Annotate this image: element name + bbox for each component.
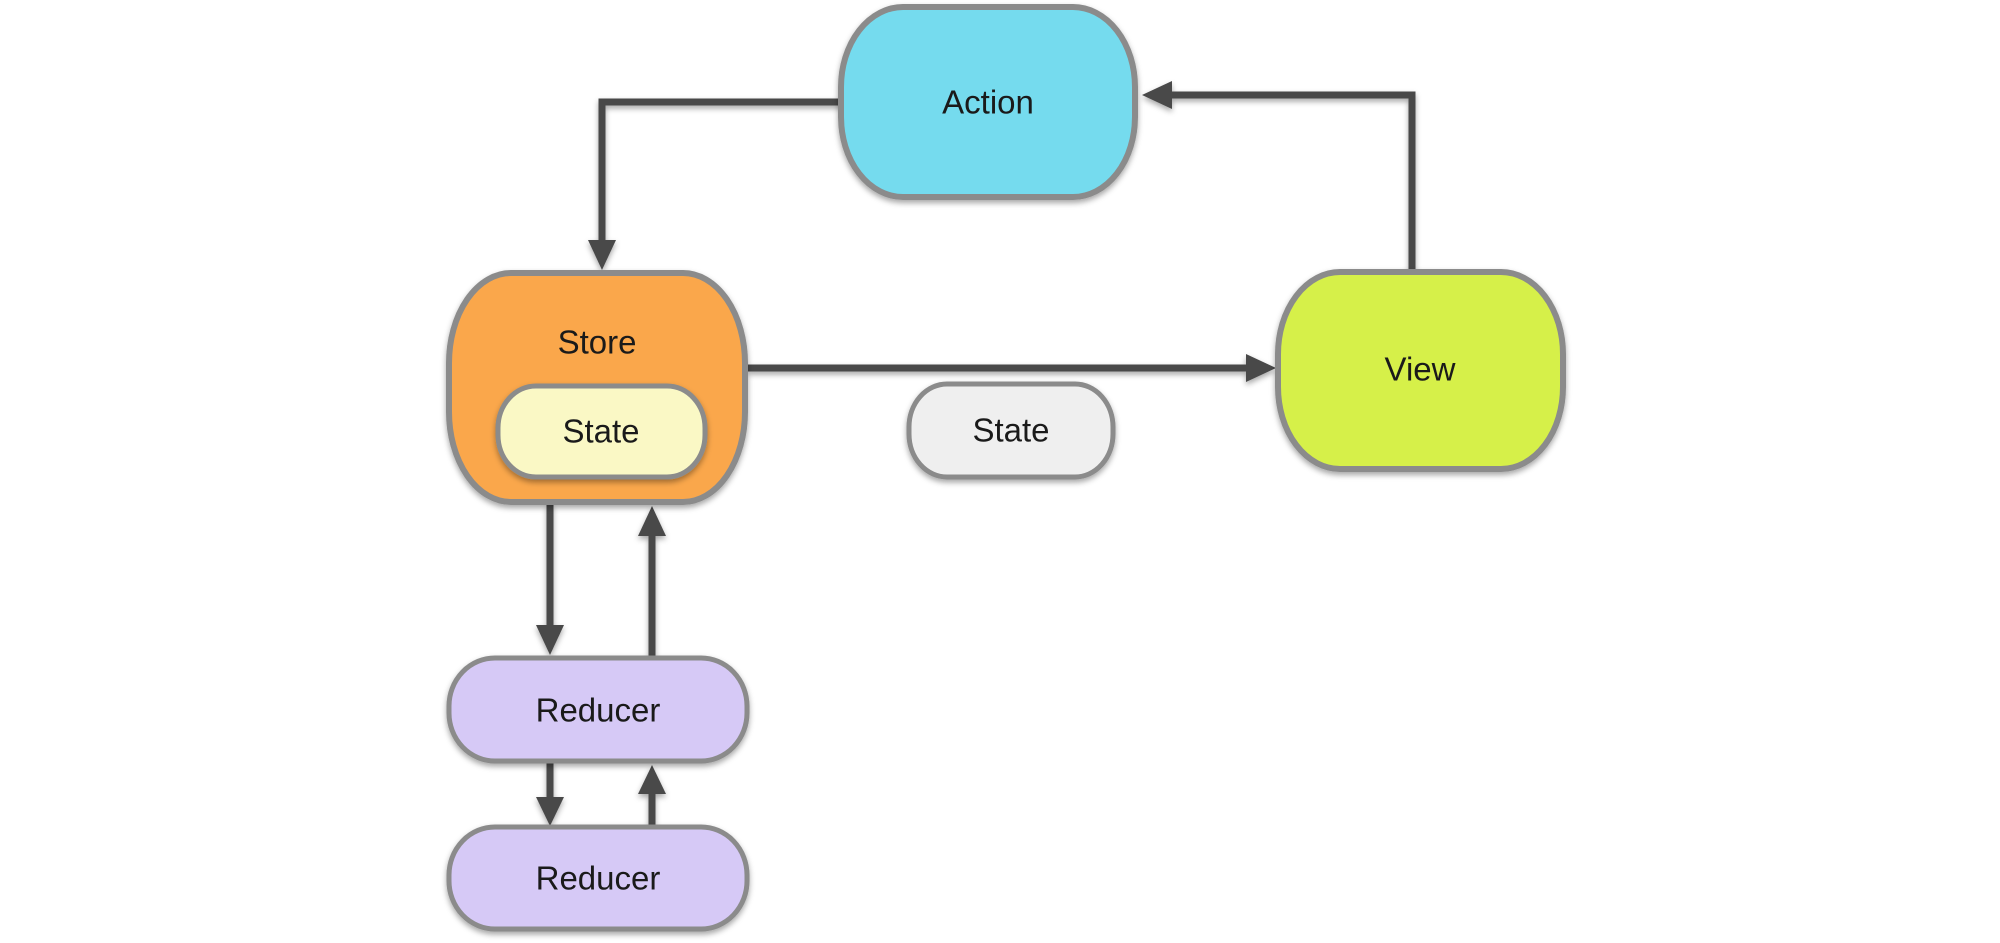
store-label: Store xyxy=(558,324,637,361)
node-store-state: State xyxy=(495,383,708,480)
arrow-action-to-store-line xyxy=(598,98,846,242)
node-action: Action xyxy=(838,4,1138,200)
node-reducer-1: Reducer xyxy=(446,655,750,764)
arrow-view-to-action xyxy=(1142,81,1416,272)
arrow-reducer1-to-reducer2 xyxy=(536,762,564,826)
node-state: State xyxy=(906,381,1116,480)
arrow-store-to-reducer xyxy=(536,504,564,655)
arrow-reducer2-to-reducer1 xyxy=(638,765,666,826)
action-label: Action xyxy=(942,84,1034,121)
reducer-2-label: Reducer xyxy=(536,860,661,897)
reducer-1-shape xyxy=(446,655,750,764)
arrow-reducer2-to-reducer1-head xyxy=(638,765,666,794)
arrow-action-to-store xyxy=(588,98,846,270)
state-label: State xyxy=(972,412,1049,449)
reducer-2-shape xyxy=(446,824,750,932)
view-label: View xyxy=(1385,351,1456,388)
store-state-shape xyxy=(495,383,708,480)
action-shape xyxy=(838,4,1138,200)
node-reducer-2: Reducer xyxy=(446,824,750,932)
arrow-reducer-to-store-head xyxy=(638,506,666,536)
arrow-store-to-reducer-head xyxy=(536,625,564,655)
store-state-label: State xyxy=(562,413,639,450)
reducer-1-label: Reducer xyxy=(536,692,661,729)
arrow-action-to-store-head xyxy=(588,240,616,270)
arrow-reducer-to-store xyxy=(638,506,666,656)
arrow-view-to-action-head xyxy=(1142,81,1172,109)
state-shape xyxy=(906,381,1116,480)
arrow-store-to-view-head xyxy=(1246,354,1276,382)
arrow-store-to-view xyxy=(748,354,1276,382)
node-view: View xyxy=(1275,269,1566,472)
arrow-view-to-action-line xyxy=(1170,91,1416,272)
arrow-reducer1-to-reducer2-head xyxy=(536,797,564,826)
view-shape xyxy=(1275,269,1566,472)
